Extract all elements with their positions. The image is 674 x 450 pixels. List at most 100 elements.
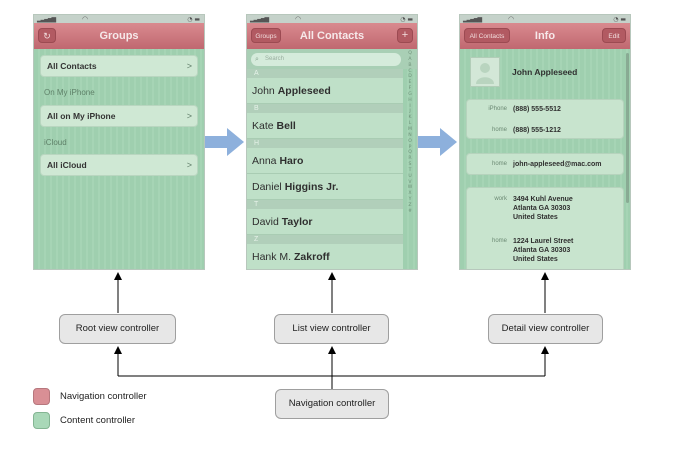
chevron-right-icon: > (186, 111, 192, 121)
contact-first-name: Hank M. (252, 251, 292, 263)
index-letter[interactable]: I (409, 103, 411, 109)
legend-swatch-content (33, 412, 50, 429)
index-letter[interactable]: F (408, 86, 412, 92)
all-contacts-back-button[interactable]: All Contacts (464, 28, 510, 43)
avatar[interactable] (470, 57, 500, 87)
contact-last-name: Taylor (281, 216, 313, 228)
battery-icon: ◔ ▬ (187, 16, 200, 23)
index-letter[interactable]: E (408, 80, 412, 86)
index-letter[interactable]: W (407, 185, 413, 191)
refresh-button[interactable]: ↻ (38, 28, 56, 43)
contact-row[interactable]: Anna Haro (247, 148, 403, 174)
index-letter[interactable]: M (408, 126, 412, 132)
index-letter[interactable]: X (408, 191, 412, 197)
index-letter[interactable]: G (408, 91, 412, 97)
contact-last-name: Haro (279, 155, 304, 167)
group-all-icloud[interactable]: All iCloud > (40, 154, 198, 176)
wifi-icon: ◠ (295, 15, 302, 23)
contact-row[interactable]: John Appleseed (247, 78, 403, 104)
index-letter[interactable]: U (408, 173, 412, 179)
group-all-contacts[interactable]: All Contacts > (40, 55, 198, 77)
search-bar: ⌕ Search (247, 49, 417, 69)
phone-label: iPhone (488, 106, 507, 112)
contact-first-name: John (252, 85, 275, 97)
legend-label-content: Content controller (60, 415, 135, 426)
index-letter[interactable]: V (408, 179, 412, 185)
nav-title: Info (534, 30, 556, 42)
signal-icon: ▂▃▄▅▆ (250, 16, 269, 23)
address-line: United States (513, 256, 558, 263)
detail-view-controller-box: Detail view controller (488, 314, 603, 344)
group-all-on-iphone[interactable]: All on My iPhone > (40, 105, 198, 127)
contact-first-name: Daniel (252, 181, 282, 193)
index-letter[interactable]: L (408, 121, 412, 127)
phone-value: (888) 555-1212 (513, 127, 561, 134)
email-label: home (491, 161, 507, 167)
index-letter[interactable]: P (408, 144, 412, 150)
email-card[interactable]: home john-appleseed@mac.com (466, 153, 624, 175)
index-letter[interactable]: H (408, 97, 412, 103)
index-letter[interactable]: S (408, 162, 412, 168)
info-screen: ▂▃▄▅▆ ◠ ◔ ▬ All Contacts Info Edit John … (459, 14, 631, 270)
section-header: iCloud (44, 138, 67, 147)
signal-icon: ▂▃▄▅▆ (37, 16, 56, 23)
root-view-controller-box: Root view controller (59, 314, 176, 344)
group-label: All iCloud (47, 160, 87, 170)
email-value: john-appleseed@mac.com (513, 161, 602, 168)
search-icon: ⌕ (255, 56, 259, 63)
index-letter[interactable]: Q (408, 150, 412, 156)
contact-last-name: Appleseed (277, 85, 331, 97)
index-letter[interactable]: # (408, 208, 412, 214)
index-letter[interactable]: K (408, 115, 412, 121)
contact-row[interactable]: Daniel Higgins Jr. (247, 174, 403, 200)
section-letter-header: A (247, 69, 403, 78)
index-letter[interactable]: C (408, 68, 412, 74)
phone-value: (888) 555-5512 (513, 106, 561, 113)
info-content: John Appleseed iPhone (888) 555-5512 hom… (460, 49, 630, 269)
status-bar: ▂▃▄▅▆ ◠ ◔ ▬ (247, 15, 417, 23)
section-header: On My iPhone (44, 88, 95, 97)
contact-row[interactable]: Kate Bell (247, 113, 403, 139)
section-letter-header: H (247, 139, 403, 148)
contact-first-name: David (252, 216, 279, 228)
contacts-navbar: Groups All Contacts + (247, 23, 417, 49)
phone-card: iPhone (888) 555-5512 home (888) 555-121… (466, 99, 624, 139)
contact-row[interactable]: Hank M. Zakroff (247, 244, 403, 269)
contact-row[interactable]: David Taylor (247, 209, 403, 235)
transition-arrow (205, 128, 244, 156)
section-letter-header: Z (247, 235, 403, 244)
nav-title: All Contacts (299, 30, 365, 42)
search-input[interactable]: ⌕ Search (251, 53, 401, 66)
scrollbar[interactable] (626, 53, 629, 203)
index-letter[interactable]: Q (408, 51, 412, 56)
groups-screen: ▂▃▄▅▆ ◠ ◔ ▬ ↻ Groups All Contacts > On M… (33, 14, 205, 270)
index-letter[interactable]: J (409, 109, 411, 115)
index-letter[interactable]: N (408, 132, 412, 138)
add-contact-button[interactable]: + (397, 28, 413, 43)
index-letter[interactable]: R (408, 156, 412, 162)
index-letter[interactable]: O (408, 138, 412, 144)
index-letter[interactable]: Y (408, 197, 412, 203)
address-line: Atlanta GA 30303 (513, 205, 571, 212)
index-letter[interactable]: Z (408, 202, 412, 208)
list-view-controller-box: List view controller (274, 314, 389, 344)
status-bar: ▂▃▄▅▆ ◠ ◔ ▬ (460, 15, 630, 23)
index-letter[interactable]: T (408, 167, 412, 173)
signal-icon: ▂▃▄▅▆ (463, 16, 482, 23)
index-letter[interactable]: A (408, 56, 412, 62)
chevron-right-icon: > (186, 61, 192, 71)
battery-icon: ◔ ▬ (613, 16, 626, 23)
contact-header: John Appleseed (466, 53, 624, 93)
address-line: United States (513, 214, 558, 221)
info-navbar: All Contacts Info Edit (460, 23, 630, 49)
chevron-right-icon: > (186, 160, 192, 170)
address-label: home (491, 238, 507, 244)
index-letter[interactable]: D (408, 74, 412, 80)
edit-button[interactable]: Edit (602, 28, 626, 43)
groups-content: All Contacts > On My iPhone All on My iP… (34, 49, 204, 269)
index-letter[interactable]: B (408, 62, 412, 68)
groups-back-button[interactable]: Groups (251, 28, 281, 43)
contact-last-name: Zakroff (294, 251, 330, 263)
